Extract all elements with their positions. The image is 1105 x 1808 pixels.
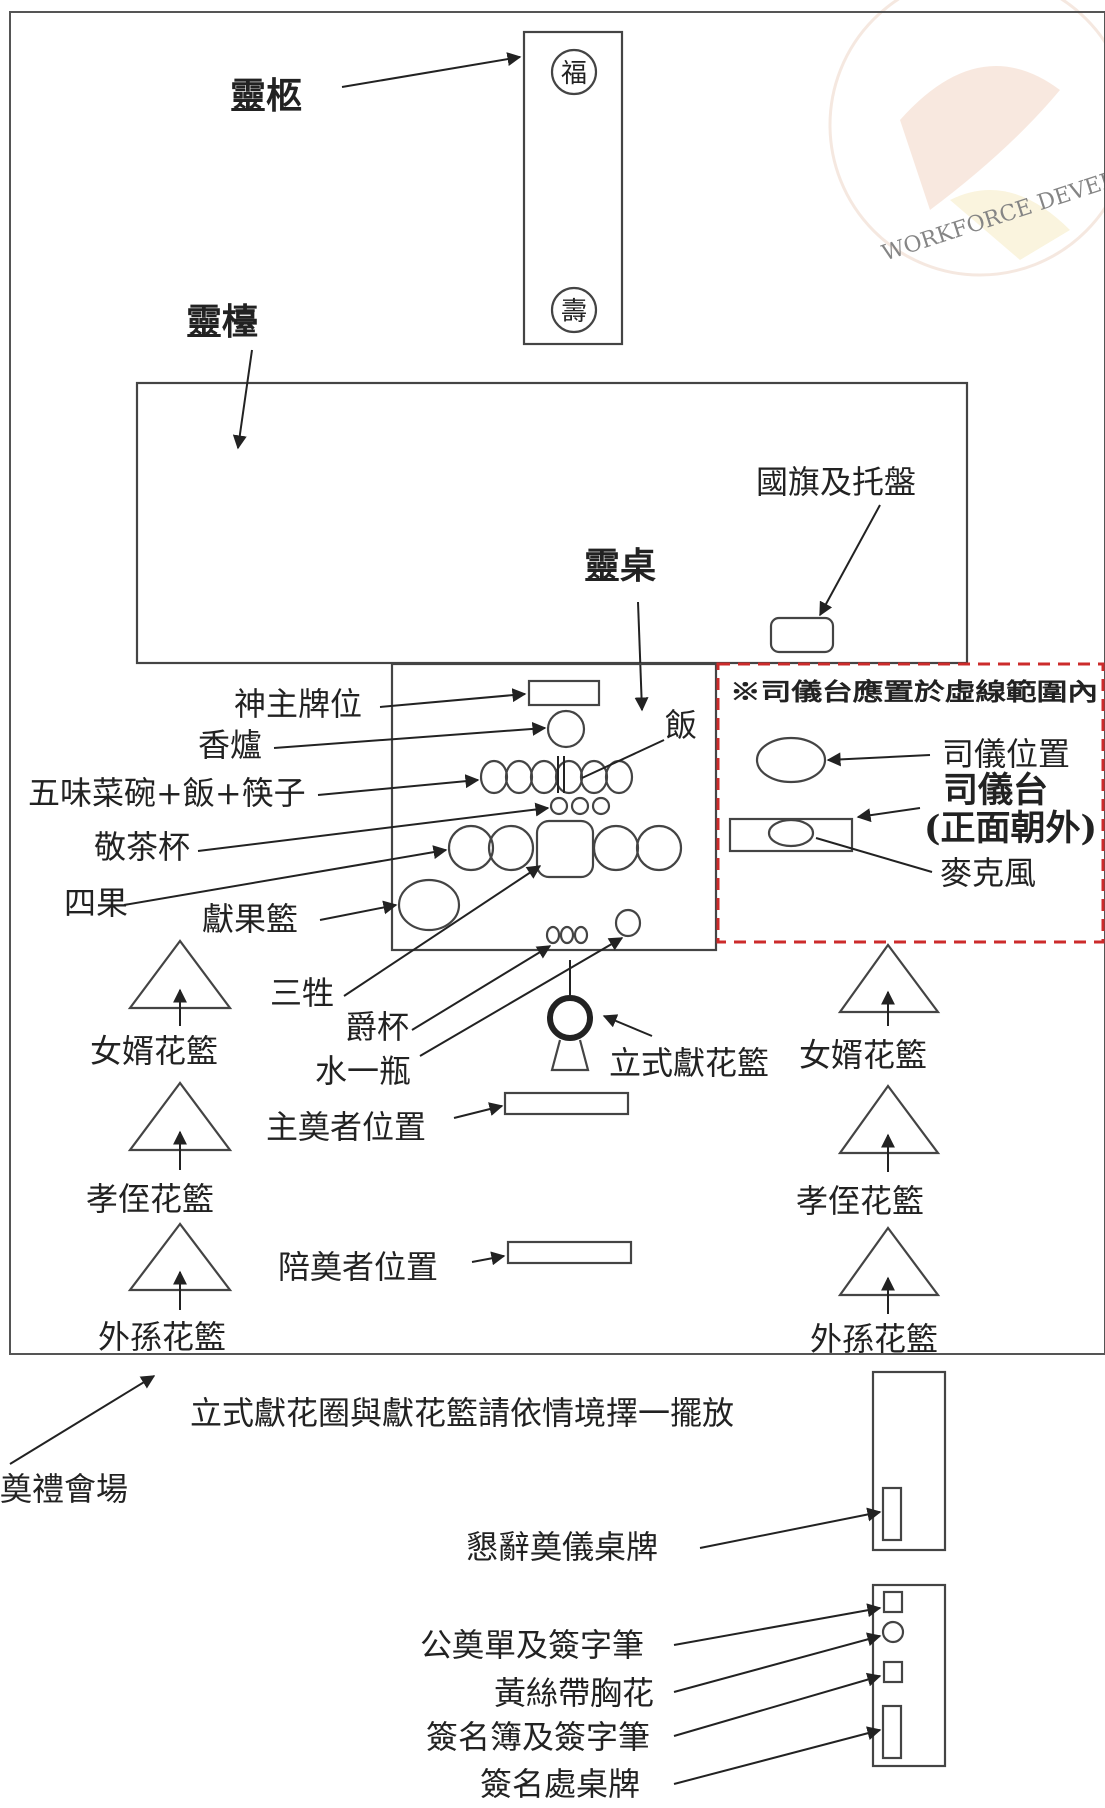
mc-position-label: 司儀位置 <box>942 735 1070 773</box>
wine-cups-label: 爵杯 <box>345 1008 409 1046</box>
ancestral-tablet-shape <box>527 679 601 707</box>
left-grandson-basket <box>127 1222 233 1310</box>
tea-cups-label: 敬茶杯 <box>94 828 190 866</box>
three-sacrifices-label: 三牲 <box>270 974 334 1012</box>
flag-tray-label: 國旗及托盤 <box>756 463 916 501</box>
left-son-in-law-basket <box>127 939 233 1026</box>
tea-cups-shape <box>549 796 611 816</box>
watermark-logo: WORKFORCE DEVELOPMENT AGENCY <box>828 0 1105 277</box>
corsage-shape <box>881 1620 905 1644</box>
fruit-basket-shape <box>397 878 461 932</box>
signin-sign-label: 簽名處桌牌 <box>480 1765 640 1803</box>
five-dishes-shape <box>479 756 634 795</box>
chief-mourner-label: 主奠者位置 <box>266 1108 426 1146</box>
chief-mourner-shape <box>503 1091 630 1116</box>
incense-burner-shape <box>546 709 586 749</box>
coffin-shape <box>522 30 624 346</box>
right-grandson-label: 外孫花籃 <box>810 1320 938 1358</box>
spirit-table-label: 靈桌 <box>584 545 656 587</box>
altar-platform-shape <box>135 381 969 665</box>
mc-position-shape <box>755 736 827 784</box>
ancestral-tablet-label: 神主牌位 <box>234 685 362 723</box>
fu-char: 福 <box>561 59 587 89</box>
public-form-shape <box>882 1590 904 1614</box>
wreath-note: 立式獻花圈與獻花籃請依情境擇一擺放 <box>190 1394 734 1432</box>
accompanying-mourner-shape <box>506 1240 633 1265</box>
mc-stand-label: 司儀台 <box>943 770 1048 811</box>
decline-sign-shape <box>881 1486 903 1542</box>
mc-zone <box>716 662 1105 944</box>
mc-note: ※司儀台應置於虛線範圍內 <box>730 677 1098 706</box>
right-son-in-law-label: 女婿花籃 <box>799 1036 927 1074</box>
shou-circle <box>550 286 598 334</box>
right-grandson-basket <box>837 1226 941 1314</box>
decline-table-shape <box>871 1370 947 1552</box>
decline-sign-label: 懇辭奠儀桌牌 <box>466 1528 658 1566</box>
five-dishes-label: 五味菜碗+飯+筷子 <box>28 774 306 812</box>
venue-frame <box>9 11 1105 1355</box>
left-nephew-label: 孝侄花籃 <box>86 1180 214 1218</box>
venue-label: 奠禮會場 <box>0 1470 128 1508</box>
corsage-label: 黃絲帶胸花 <box>494 1674 654 1712</box>
spirit-table-shape <box>390 662 718 952</box>
rice-label: 飯 <box>665 706 697 744</box>
public-form-label: 公奠單及簽字筆 <box>420 1626 644 1664</box>
standing-flower-basket-label: 立式獻花籃 <box>609 1044 769 1082</box>
four-fruits-label: 四果 <box>64 884 128 922</box>
accompanying-mourner-label: 陪奠者位置 <box>278 1248 438 1286</box>
signin-sign-shape <box>881 1704 903 1760</box>
wine-cups-shape <box>545 925 589 945</box>
water-bottle-shape <box>614 908 642 938</box>
microphone-shape <box>767 818 815 848</box>
left-nephew-basket <box>127 1081 233 1170</box>
guest-book-shape <box>882 1660 904 1684</box>
incense-burner-label: 香爐 <box>198 726 262 764</box>
standing-flower-basket-shape <box>547 960 593 1072</box>
right-son-in-law-basket <box>837 943 941 1026</box>
left-grandson-label: 外孫花籃 <box>98 1318 226 1356</box>
coffin-label: 靈柩 <box>230 75 302 117</box>
guest-book-label: 簽名簿及簽字筆 <box>426 1718 650 1756</box>
left-son-in-law-label: 女婿花籃 <box>90 1032 218 1070</box>
right-nephew-label: 孝侄花籃 <box>796 1182 924 1220</box>
shou-char: 壽 <box>561 297 587 327</box>
fruit-basket-label: 獻果籃 <box>202 900 298 938</box>
water-bottle-label: 水一瓶 <box>315 1052 411 1090</box>
three-sacrifices-shape <box>535 819 595 879</box>
fu-circle <box>550 48 598 96</box>
four-fruits-shape <box>447 824 683 872</box>
flag-tray-shape <box>769 616 835 654</box>
altar-platform-label: 靈檯 <box>186 301 258 343</box>
right-nephew-basket <box>837 1084 941 1172</box>
microphone-label: 麥克風 <box>940 854 1036 892</box>
mc-facing-label: (正面朝外) <box>924 808 1097 849</box>
